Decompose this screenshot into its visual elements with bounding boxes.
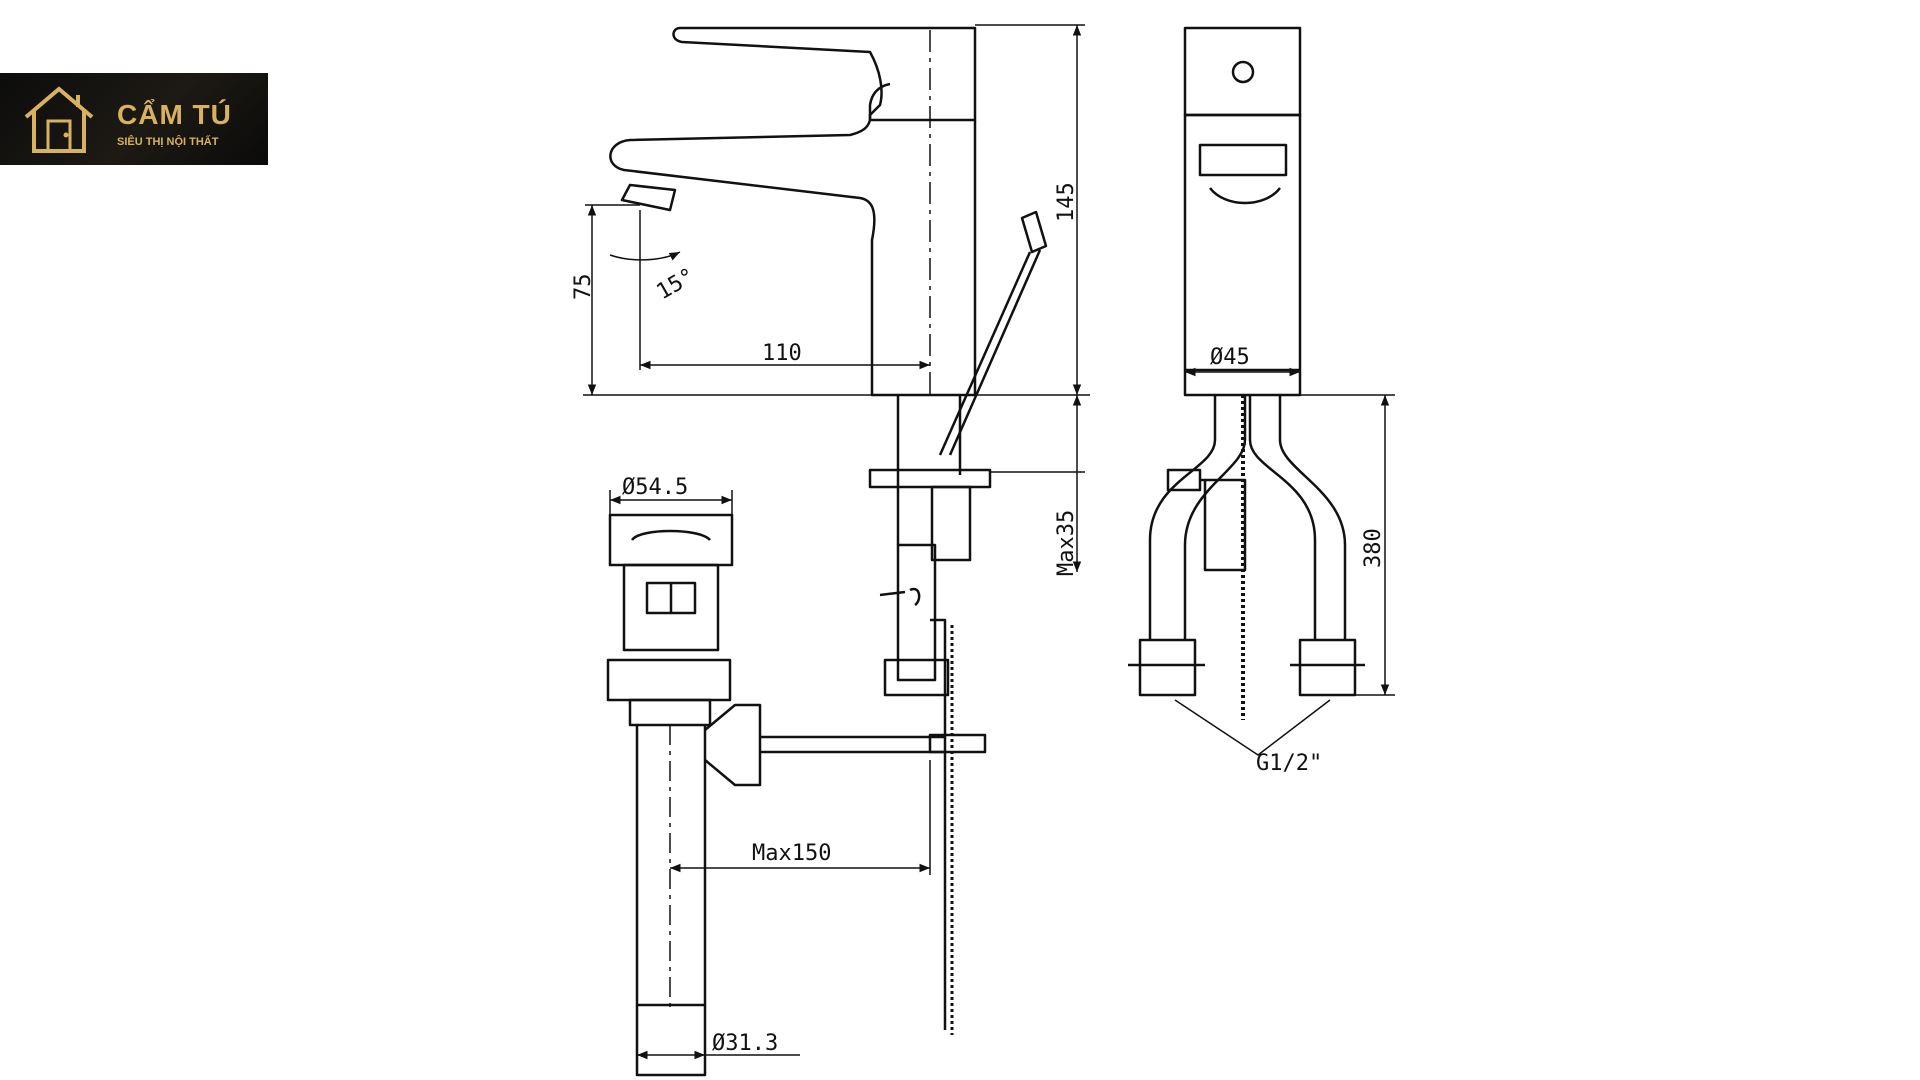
- label-spout-angle: 15°: [653, 264, 700, 306]
- label-spout-reach: 110: [762, 341, 802, 366]
- pop-up-drain: [606, 513, 945, 1077]
- label-hose-length: 380: [1361, 528, 1386, 568]
- label-rod-length: Max150: [752, 841, 831, 866]
- brand-tagline: SIÊU THỊ NỘI THẤT: [117, 136, 219, 148]
- label-spout-height: 75: [571, 274, 596, 301]
- label-thread: G1/2": [1256, 751, 1322, 776]
- label-max-thickness: Max35: [1054, 510, 1079, 576]
- label-drain-diameter: Ø54.5: [622, 475, 688, 500]
- faucet-front-view: [1128, 26, 1365, 756]
- label-total-height: 145: [1054, 182, 1079, 222]
- label-pipe-diameter: Ø31.3: [712, 1031, 778, 1056]
- label-body-diameter: Ø45: [1210, 345, 1250, 370]
- faucet-side-view: [609, 26, 1048, 1035]
- brand-logo: CẨM TÚ SIÊU THỊ NỘI THẤT: [0, 73, 268, 165]
- house-icon: [24, 86, 94, 153]
- brand-name: CẨM TÚ: [117, 99, 232, 130]
